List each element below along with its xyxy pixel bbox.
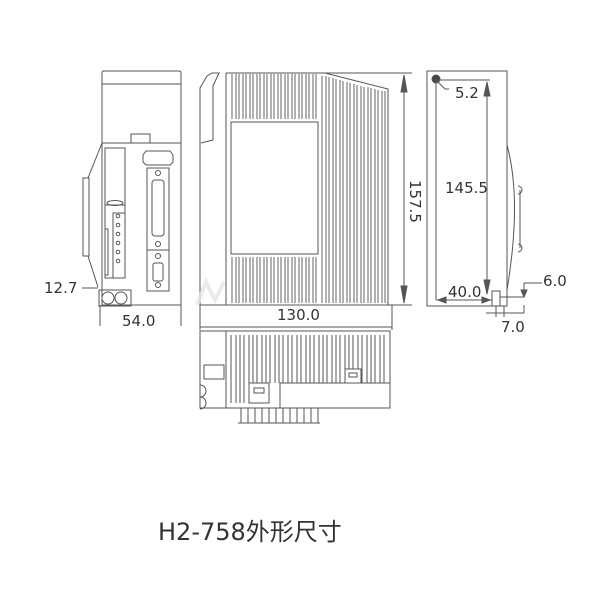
mount-view bbox=[426, 70, 542, 317]
dim-foot-w-label: 7.0 bbox=[501, 318, 525, 336]
dim-hole-spacing-label: 145.5 bbox=[445, 179, 488, 197]
dim-depth-label: 130.0 bbox=[277, 306, 320, 324]
dim-height-label: 157.5 bbox=[406, 180, 424, 223]
dim-hole-dia-label: 5.2 bbox=[455, 84, 479, 102]
front-view bbox=[82, 70, 182, 326]
drawing-title: H2-758外形尺寸 bbox=[158, 518, 342, 546]
dim-offset-label: 12.7 bbox=[44, 279, 78, 297]
watermark-logo bbox=[195, 277, 226, 306]
side-view bbox=[199, 72, 412, 330]
dim-foot-h-label: 6.0 bbox=[543, 272, 567, 290]
bottom-view bbox=[199, 330, 391, 424]
dim-width-label: 54.0 bbox=[122, 312, 156, 330]
dim-hole-x-label: 40.0 bbox=[448, 283, 482, 301]
